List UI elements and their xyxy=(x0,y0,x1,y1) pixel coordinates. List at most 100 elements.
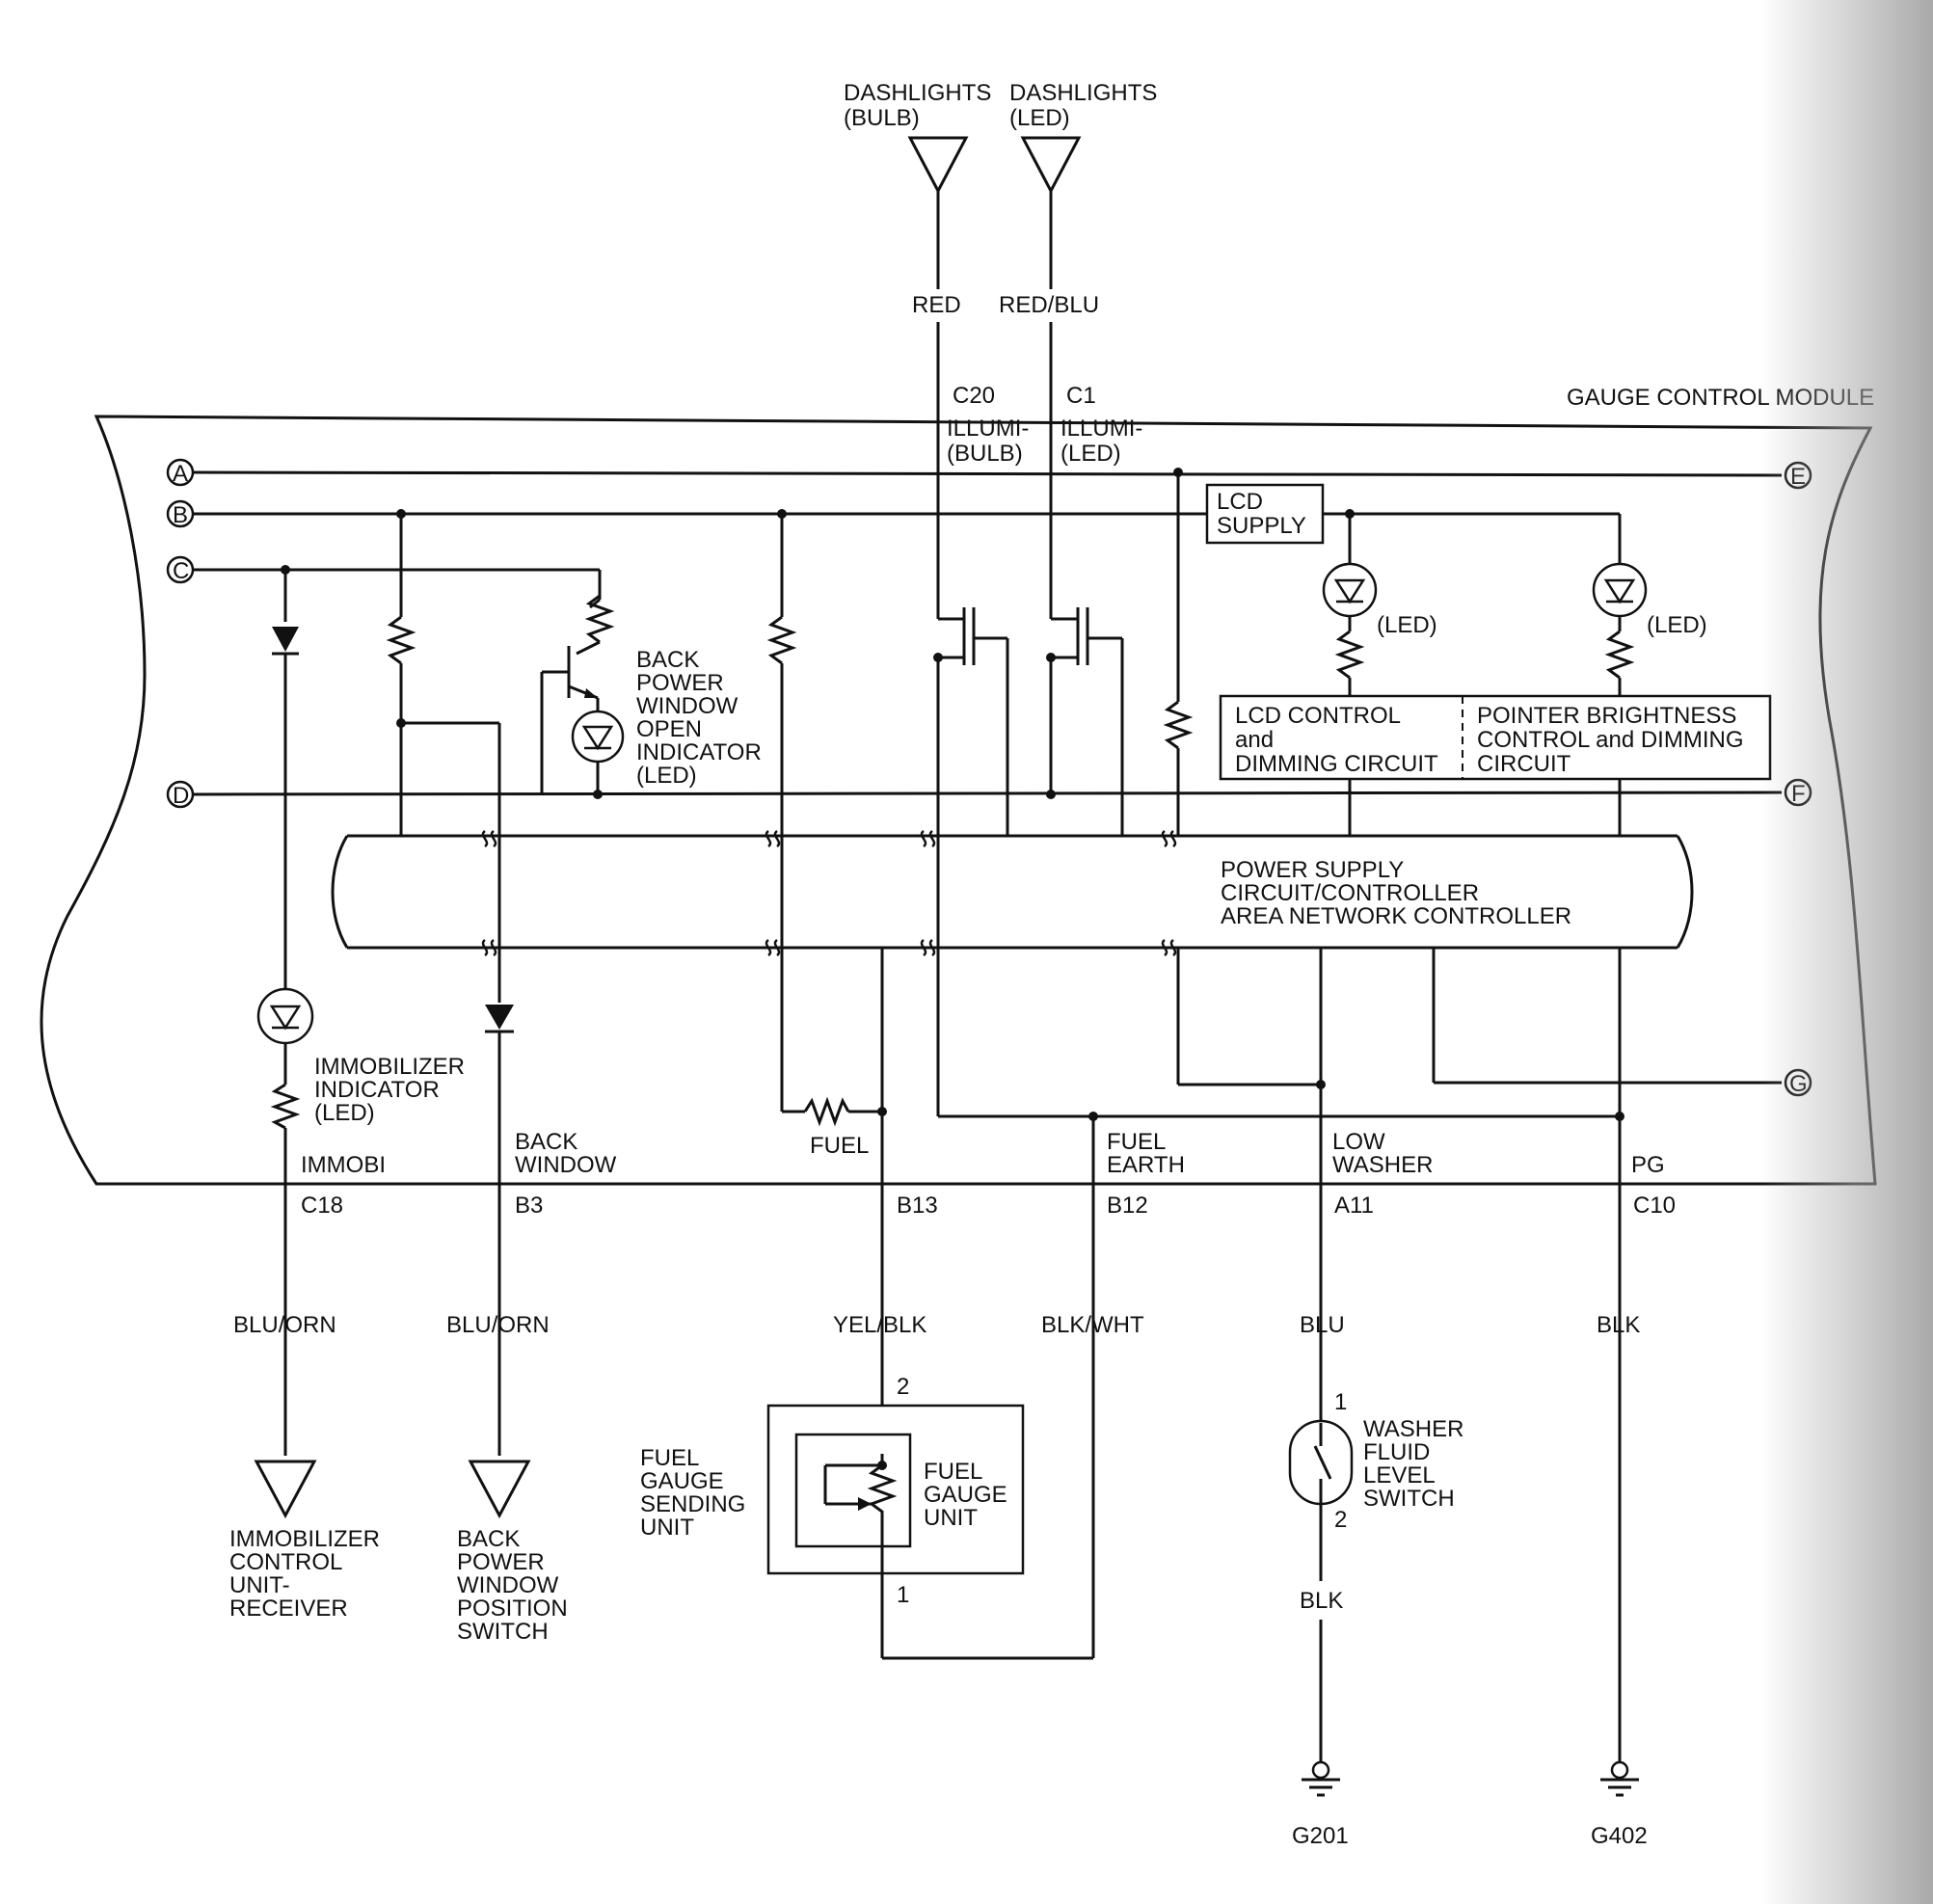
pointer-control-label-3: CIRCUIT xyxy=(1477,751,1571,777)
band-bottom-connections xyxy=(938,948,1622,1762)
fuel-sending-label-4: UNIT xyxy=(640,1515,694,1541)
control-circuits-box: LCD CONTROL and DIMMING CIRCUIT POINTER … xyxy=(1219,694,1772,836)
resistor-lcd-icon xyxy=(1334,630,1365,680)
led-back-window-icon xyxy=(571,710,625,764)
lcd-control-label-3: DIMMING CIRCUIT xyxy=(1235,751,1438,777)
bus-lines xyxy=(192,470,1783,1085)
ground-g201-label: G201 xyxy=(1292,1823,1349,1849)
fuel-pin-bottom: 1 xyxy=(897,1582,909,1608)
power-supply-label-2: CIRCUIT/CONTROLLER xyxy=(1221,880,1479,906)
bus-letter-d: D xyxy=(173,783,189,809)
terminal-back-window: BACK WINDOW B3 BLU/ORN xyxy=(446,1129,617,1338)
terminal-fuel-pin: B13 xyxy=(897,1193,938,1219)
lcd-control-label-1: LCD CONTROL xyxy=(1235,703,1401,729)
washer-switch-label-3: LEVEL xyxy=(1363,1462,1436,1488)
fuel-gauge-unit-label-3: UNIT xyxy=(924,1505,978,1531)
back-window-indicator-circuit: BACK POWER WINDOW OPEN INDICATOR (LED) xyxy=(540,594,762,794)
terminal-immobi: IMMOBI C18 BLU/ORN xyxy=(233,1152,386,1338)
fuel-gauge-unit-label-1: FUEL xyxy=(924,1459,982,1485)
immobilizer-unit-label-3: UNIT- xyxy=(229,1572,290,1598)
washer-pin-bottom: 2 xyxy=(1334,1507,1347,1533)
terminal-back-window-wire: BLU/ORN xyxy=(446,1312,550,1338)
ground-g402: G402 xyxy=(1591,1760,1648,1849)
junction-dots xyxy=(281,468,1624,1121)
terminal-low-washer-wire: BLU xyxy=(1300,1312,1345,1338)
terminal-low-washer-pin: A11 xyxy=(1334,1193,1374,1219)
fuel-pin-top: 2 xyxy=(897,1374,909,1400)
terminal-immobi-pin: C18 xyxy=(301,1193,343,1219)
fuel-gauge-resistor-icon xyxy=(867,1463,898,1533)
fuel-sending-label-1: FUEL xyxy=(640,1445,699,1471)
led-lcd-label: (LED) xyxy=(1377,612,1437,638)
back-window-indicator-label-6: (LED) xyxy=(636,763,697,789)
terminal-pg-pin: C10 xyxy=(1633,1193,1676,1219)
pointer-led-column: (LED) xyxy=(1592,559,1707,696)
lcd-control-label-2: and xyxy=(1235,727,1274,753)
immobilizer-unit-label-2: CONTROL xyxy=(229,1549,342,1575)
illumi-led-label-2: (LED) xyxy=(1060,441,1121,467)
washer-fluid-level-switch: 1 2 WASHER FLUID LEVEL SWITCH BLK xyxy=(1288,1379,1463,1762)
fuel-sending-label-2: GAUGE xyxy=(640,1468,724,1494)
immobilizer-unit-label-1: IMMOBILIZER xyxy=(229,1526,380,1552)
dashlights-bulb-input: DASHLIGHTS (BULB) RED C20 ILLUMI- (BULB) xyxy=(844,80,1029,467)
washer-ground-wire: BLK xyxy=(1300,1588,1343,1614)
back-window-branch xyxy=(386,514,514,1456)
resistor-e-icon xyxy=(1163,700,1194,750)
resistor-pointer-icon xyxy=(1604,630,1635,680)
terminal-pg-name: PG xyxy=(1631,1152,1665,1178)
bus-letter-b: B xyxy=(173,502,188,528)
back-window-switch-label-1: BACK xyxy=(457,1526,520,1552)
immobilizer-unit-label-4: RECEIVER xyxy=(229,1596,348,1622)
fuel-gauge-sending-unit: FUEL GAUGE SENDING UNIT 2 FUEL GAUGE UNI… xyxy=(640,1374,1093,1660)
ground-g201-icon xyxy=(1311,1760,1330,1780)
dashlights-led-label-1: DASHLIGHTS xyxy=(1009,80,1157,106)
immobilizer-indicator-label-3: (LED) xyxy=(314,1100,375,1126)
back-window-position-switch: BACK POWER WINDOW POSITION SWITCH xyxy=(457,1460,568,1645)
terminal-low-washer: LOW WASHER A11 BLU xyxy=(1300,1129,1433,1338)
dashlights-led-connector xyxy=(1020,136,1082,195)
pin-c1: C1 xyxy=(1066,383,1096,409)
dashlights-bulb-label-1: DASHLIGHTS xyxy=(844,80,991,106)
terminal-fuel-earth-name-1: FUEL xyxy=(1107,1129,1166,1155)
pointer-control-label-1: POINTER BRIGHTNESS xyxy=(1477,703,1736,729)
fuel-branch: FUEL xyxy=(766,514,884,1465)
back-window-switch-label-3: WINDOW xyxy=(457,1572,559,1598)
back-window-switch-label-2: POWER xyxy=(457,1549,545,1575)
dashlights-bulb-label-2: (BULB) xyxy=(844,105,920,131)
diode-immobilizer-icon xyxy=(272,627,299,652)
immobilizer-connector-icon xyxy=(254,1460,317,1519)
terminal-back-window-name-2: WINDOW xyxy=(515,1152,617,1178)
illumi-led-label-1: ILLUMI- xyxy=(1060,416,1142,442)
ground-g402-icon xyxy=(1610,1760,1629,1780)
fuel-gauge-unit-label-2: GAUGE xyxy=(924,1482,1007,1508)
resistor-immobilizer-icon xyxy=(270,1083,301,1130)
scan-edge-shading xyxy=(1759,0,1933,1904)
bus-letter-a: A xyxy=(173,461,188,487)
led-immobilizer-icon xyxy=(256,987,314,1045)
terminal-immobi-name: IMMOBI xyxy=(301,1152,386,1178)
dashlights-bulb-connector xyxy=(907,136,969,195)
terminal-low-washer-name-2: WASHER xyxy=(1332,1152,1433,1178)
illumi-bulb-label-2: (BULB) xyxy=(947,441,1023,467)
fuel-sending-label-3: SENDING xyxy=(640,1491,745,1517)
back-window-indicator-label-5: INDICATOR xyxy=(636,739,762,765)
terminal-fuel: B13 YEL/BLK xyxy=(833,1193,938,1338)
back-window-switch-label-5: SWITCH xyxy=(457,1619,549,1645)
dashlights-led-input: DASHLIGHTS (LED) RED/BLU C1 ILLUMI- (LED… xyxy=(999,80,1157,467)
back-window-indicator-label-4: OPEN xyxy=(636,716,702,742)
dashlights-led-wire: RED/BLU xyxy=(999,292,1099,318)
resistor-column-e xyxy=(1163,472,1321,1086)
ground-g402-label: G402 xyxy=(1591,1823,1648,1849)
resistor-fuel-pullup-icon xyxy=(766,615,797,665)
terminal-back-window-pin: B3 xyxy=(515,1193,543,1219)
ground-g201: G201 xyxy=(1292,1760,1349,1849)
terminal-fuel-earth: FUEL EARTH B12 BLK/WHT xyxy=(1041,1116,1185,1658)
washer-switch-label-2: FLUID xyxy=(1363,1439,1430,1465)
immobilizer-control-unit: IMMOBILIZER CONTROL UNIT- RECEIVER xyxy=(229,1460,380,1622)
pointer-control-label-2: CONTROL and DIMMING xyxy=(1477,727,1743,753)
lcd-supply-box: LCD SUPPLY xyxy=(1205,483,1325,545)
led-pointer-icon xyxy=(1592,562,1648,618)
led-lcd-icon xyxy=(1322,562,1378,618)
terminal-fuel-wire: YEL/BLK xyxy=(833,1312,926,1338)
